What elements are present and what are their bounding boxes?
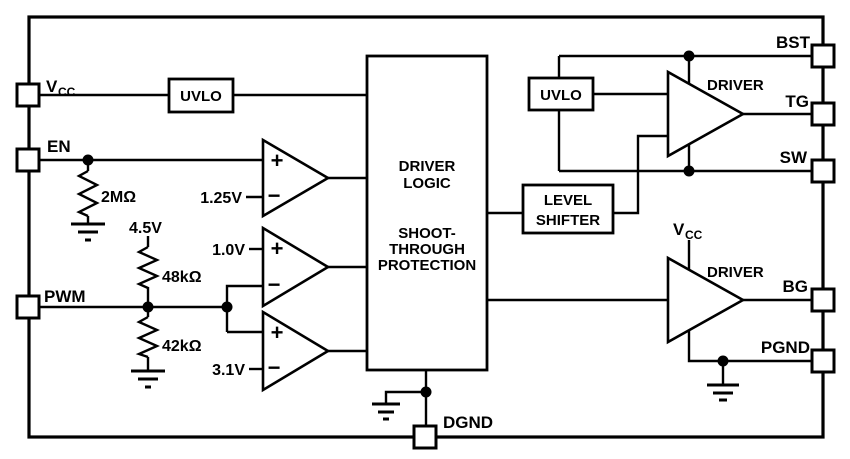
junction-pgnd bbox=[717, 355, 729, 367]
label-pin-sw: SW bbox=[780, 148, 808, 167]
level-shifter-box bbox=[521, 183, 615, 235]
driver-high-side-triangle bbox=[666, 69, 746, 159]
label-level-shifter-1: LEVEL bbox=[544, 192, 592, 209]
comp-high-plus-sign: + bbox=[271, 320, 284, 345]
ground-divider bbox=[131, 369, 165, 389]
label-divider-supply: 4.5V bbox=[129, 220, 162, 237]
label-pin-bg: BG bbox=[783, 277, 809, 296]
label-ref-1v0: 1.0V bbox=[212, 242, 245, 259]
pin-sw bbox=[810, 158, 836, 184]
junction-pwm-bracket bbox=[221, 301, 233, 313]
wire-lowdriver-return bbox=[687, 330, 812, 363]
label-ref-3v1: 3.1V bbox=[212, 362, 245, 379]
uvlo-left-box bbox=[167, 77, 235, 114]
label-pin-bst: BST bbox=[776, 33, 811, 52]
comp-en-minus-sign: − bbox=[268, 183, 281, 208]
comp-en-plus-sign: + bbox=[271, 148, 284, 173]
comp-low-plus-sign: + bbox=[271, 236, 284, 261]
comparator-en bbox=[261, 137, 331, 219]
label-resistor-42k: 42kΩ bbox=[162, 338, 202, 355]
label-pin-vcc: V bbox=[46, 77, 58, 96]
junction-divider bbox=[142, 301, 154, 313]
label-internal-vcc: V bbox=[673, 220, 685, 239]
ground-dgnd bbox=[372, 402, 400, 421]
label-uvlo-left: UVLO bbox=[180, 88, 222, 105]
label-pin-pwm: PWM bbox=[44, 287, 86, 306]
pin-bg bbox=[810, 287, 836, 313]
junction-dgnd bbox=[420, 386, 432, 398]
comparator-pwm-high bbox=[261, 309, 331, 393]
label-driver-low-side: DRIVER bbox=[707, 264, 764, 281]
pin-pwm bbox=[15, 294, 41, 320]
junction-sw bbox=[683, 165, 695, 177]
label-internal-vcc-sub: CC bbox=[685, 228, 703, 242]
label-driver-logic-4: THROUGH bbox=[389, 241, 465, 258]
pin-vcc bbox=[15, 82, 41, 108]
resistor-divider-bottom bbox=[135, 315, 160, 359]
label-driver-logic-3: SHOOT- bbox=[398, 225, 456, 242]
wire-dgnd-ground-branch bbox=[384, 390, 426, 404]
driver-low-side-triangle bbox=[666, 255, 746, 345]
ground-en-pulldown bbox=[71, 222, 105, 242]
driver-logic-box bbox=[365, 54, 489, 372]
uvlo-high-side-box bbox=[527, 76, 595, 112]
ground-pgnd bbox=[707, 383, 739, 402]
resistor-en-pulldown bbox=[76, 169, 100, 218]
pin-en bbox=[15, 147, 41, 173]
pin-pgnd bbox=[810, 348, 836, 374]
label-pin-pgnd: PGND bbox=[761, 338, 810, 357]
wire-pwm-bracket bbox=[225, 284, 263, 334]
label-resistor-48k: 48kΩ bbox=[162, 269, 202, 286]
label-pin-en: EN bbox=[47, 137, 71, 156]
label-uvlo-high-side: UVLO bbox=[540, 87, 582, 104]
label-pin-dgnd: DGND bbox=[443, 413, 493, 432]
junction-bst bbox=[683, 50, 695, 62]
label-driver-logic-1: DRIVER bbox=[399, 158, 456, 175]
comparator-pwm-low bbox=[261, 225, 331, 309]
pin-dgnd bbox=[412, 424, 438, 450]
label-level-shifter-2: SHIFTER bbox=[536, 212, 600, 229]
label-driver-logic-2: LOGIC bbox=[403, 175, 451, 192]
pin-bst bbox=[810, 43, 836, 69]
wire-levelshifter-to-driver bbox=[613, 134, 668, 215]
resistor-divider-top bbox=[136, 245, 160, 290]
comp-high-minus-sign: − bbox=[268, 355, 281, 380]
label-pin-vcc-sub: CC bbox=[58, 85, 76, 99]
pin-tg bbox=[810, 101, 836, 127]
comp-low-minus-sign: − bbox=[268, 272, 281, 297]
junction-en bbox=[82, 154, 94, 166]
label-resistor-2m: 2MΩ bbox=[101, 189, 136, 206]
label-driver-logic-5: PROTECTION bbox=[378, 257, 476, 274]
label-pin-tg: TG bbox=[785, 92, 809, 111]
label-driver-high-side: DRIVER bbox=[707, 77, 764, 94]
label-ref-1v25: 1.25V bbox=[200, 190, 242, 207]
